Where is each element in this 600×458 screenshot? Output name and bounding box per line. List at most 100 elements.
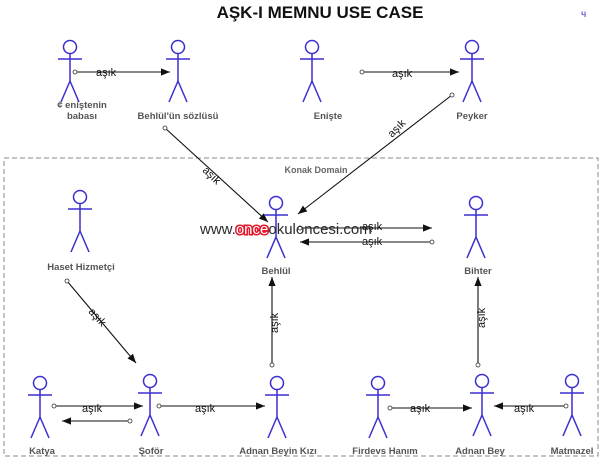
actor-label-line: Haset Hizmetçi xyxy=(47,262,115,273)
relation-tail-dot xyxy=(156,403,162,409)
relation-tail-dot xyxy=(64,278,70,284)
relation-katya-to-sofor: aşık xyxy=(51,402,143,415)
actor-sofor: Şoför xyxy=(138,373,164,457)
relation-label: aşık xyxy=(362,236,383,248)
actor-label-line: Matmazel xyxy=(551,446,594,457)
relation-enistenin-babasi-to-behlul-sozlusu: aşık xyxy=(72,67,170,79)
relation-tail-dot xyxy=(127,418,133,424)
actor-label-line: Peyker xyxy=(456,111,487,122)
actor-label-eniste: Enişte xyxy=(314,111,343,122)
relation-arrowhead xyxy=(256,402,265,410)
actor-label-haset-hizmetci: Haset Hizmetçi xyxy=(47,262,115,273)
actor-head xyxy=(268,195,284,211)
relation-line xyxy=(297,94,453,215)
actor-left-leg xyxy=(267,416,278,439)
relation-tail-dot xyxy=(162,125,168,131)
actor-label-behlul: Behlül xyxy=(261,266,290,277)
actor-left-leg xyxy=(368,416,379,439)
actor-label-line: Adnan Beyin Kızı xyxy=(239,446,317,457)
relation-behlul-to-bihter: aşık xyxy=(297,221,432,233)
relation-tail-dot xyxy=(359,69,365,75)
actor-left-leg xyxy=(266,236,277,259)
actor-right-leg xyxy=(177,80,188,103)
actor-katya: Katya xyxy=(28,375,56,457)
actor-label-adnan-bey: Adnan Bey xyxy=(455,446,505,457)
actor-label-bihter: Bihter xyxy=(464,266,492,277)
relation-line xyxy=(164,127,269,223)
relation-label: aşık xyxy=(410,403,431,415)
actor-left-leg xyxy=(466,236,477,259)
actor-right-leg xyxy=(275,236,286,259)
relation-matmazel-to-adnan-bey: aşık xyxy=(494,402,569,415)
relation-tail-dot xyxy=(72,69,78,75)
relation-sofor-to-adnan-beyin-kizi: aşık xyxy=(156,402,265,415)
actor-left-leg xyxy=(472,414,483,437)
actor-label-line: Bihter xyxy=(464,266,492,277)
relation-tail-dot xyxy=(429,239,435,245)
actor-head xyxy=(304,39,320,55)
actor-right-leg xyxy=(311,80,322,103)
actor-left-leg xyxy=(562,414,573,437)
relation-tail-dot xyxy=(563,403,569,409)
relation-eniste-to-peyker: aşık xyxy=(359,68,459,80)
actor-label-behlul-sozlusu: Behlül'ün sözlüsü xyxy=(138,111,219,122)
actor-head xyxy=(32,375,48,391)
relation-label: aşık xyxy=(82,403,103,415)
actor-label-sofor: Şoför xyxy=(139,446,164,457)
actor-firdevs-hanim: Firdevs Hanım xyxy=(352,375,418,457)
actor-label-line: Enişte xyxy=(314,111,343,122)
actor-behlul-sozlusu: Behlül'ün sözlüsü xyxy=(138,39,219,122)
actor-head xyxy=(62,39,78,55)
relation-label: aşık xyxy=(514,403,535,415)
actor-right-leg xyxy=(475,236,486,259)
actor-head xyxy=(269,375,285,391)
actor-label-line: Şoför xyxy=(139,446,164,457)
actor-label-line: babası xyxy=(67,111,97,122)
actor-left-leg xyxy=(70,230,81,253)
watermark-brand: once xyxy=(236,221,269,238)
relations-layer: aşık aşık aşık aşık aşık aşık aşık aşık aşık aşık… xyxy=(51,67,569,425)
actor-left-leg xyxy=(168,80,179,103)
watermark: www.onceokuloncesi.com xyxy=(199,221,372,238)
actor-right-leg xyxy=(39,416,50,439)
actor-left-leg xyxy=(462,80,473,103)
relation-haset-hizmetci-to-sofor: aşık xyxy=(64,278,137,364)
actor-label-adnan-beyin-kizi: Adnan Beyin Kızı xyxy=(239,446,317,457)
relation-label: aşık xyxy=(200,165,223,188)
actor-bihter: Bihter xyxy=(464,195,492,277)
relation-line xyxy=(66,280,137,364)
relation-label: aşık xyxy=(195,403,216,415)
relation-arrowhead xyxy=(134,402,143,410)
actor-label-line: ¢ eniştenin xyxy=(57,100,107,111)
relation-arrowhead xyxy=(62,417,71,425)
relation-arrowhead xyxy=(494,402,503,410)
actor-adnan-beyin-kizi: Adnan Beyin Kızı xyxy=(239,375,317,457)
relation-arrowhead xyxy=(298,205,308,214)
relation-label: aşık xyxy=(96,67,117,79)
watermark-suffix: .com xyxy=(339,221,372,238)
relation-label: aşık xyxy=(362,221,383,233)
actor-label-line: Behlül xyxy=(261,266,290,277)
relation-label: aşık xyxy=(392,68,413,80)
actor-right-leg xyxy=(79,230,90,253)
actor-label-line: Behlül'ün sözlüsü xyxy=(138,111,219,122)
watermark-prefix: www. xyxy=(199,221,236,238)
actor-label-line: Katya xyxy=(29,446,56,457)
actor-peyker: Peyker xyxy=(456,39,488,122)
actor-left-leg xyxy=(140,414,151,437)
relation-arrowhead xyxy=(423,224,432,232)
actor-head xyxy=(474,373,490,389)
relation-tail-dot xyxy=(269,362,275,368)
actor-label-line: Adnan Bey xyxy=(455,446,505,457)
actor-head xyxy=(170,39,186,55)
relation-arrowhead xyxy=(474,277,482,286)
relation-tail-dot xyxy=(475,362,481,368)
actor-right-leg xyxy=(481,414,492,437)
actor-head xyxy=(72,189,88,205)
relation-adnan-bey-to-bihter: aşık xyxy=(474,277,488,368)
diagram-title: AŞK-I MEMNU USE CASE xyxy=(217,3,424,22)
actor-matmazel: Matmazel xyxy=(551,373,594,457)
